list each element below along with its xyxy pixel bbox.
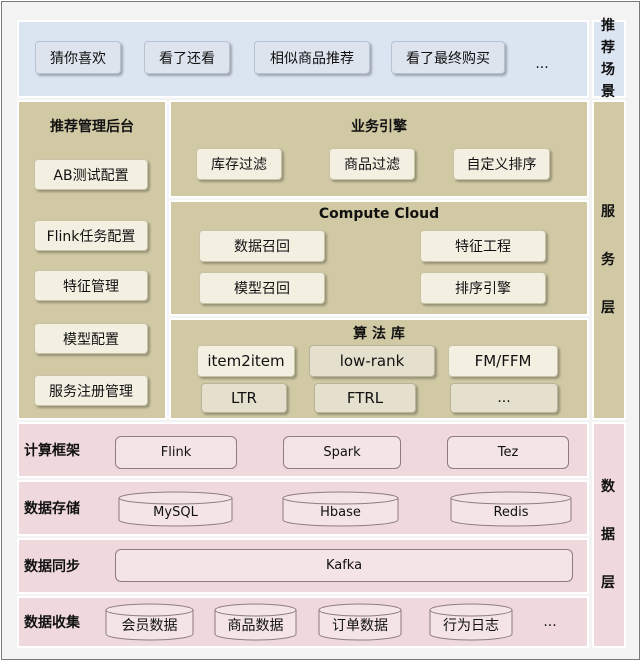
compute-item-rank-engine: 排序引擎 (420, 272, 546, 304)
service-side-label: 服务层 (601, 204, 615, 316)
collect-member-data: 会员数据 (121, 618, 178, 634)
algo-item-more: ... (450, 383, 558, 413)
data-side-panel (592, 422, 626, 648)
engine-title: 业务引擎 (351, 119, 407, 135)
framework-tez: Tez (447, 436, 569, 469)
collect-product-cylinder (214, 603, 297, 641)
storage-mysql-cylinder (118, 491, 233, 527)
scene-item-viewed-finally-bought: 看了最终购买 (391, 41, 505, 74)
admin-item-ab-test: AB测试配置 (34, 159, 148, 190)
framework-flink: Flink (115, 436, 237, 469)
admin-item-flink-task: Flink任务配置 (34, 220, 148, 251)
compute-item-data-recall: 数据召回 (199, 230, 325, 262)
scene-more: ... (535, 56, 549, 72)
compute-title: Compute Cloud (318, 206, 440, 222)
storage-label: 数据存储 (24, 501, 80, 517)
collect-product-data: 商品数据 (227, 618, 284, 634)
sync-kafka: Kafka (115, 549, 573, 582)
algo-item-ftrl: FTRL (314, 383, 416, 413)
scene-item-similar-products: 相似商品推荐 (254, 41, 370, 74)
scene-side-label: 推荐场景 (601, 18, 615, 100)
service-side-panel (592, 100, 626, 420)
data-side-label: 数据层 (601, 479, 615, 591)
storage-redis: Redis (493, 504, 529, 520)
scene-side-panel (592, 20, 626, 98)
compute-item-model-recall: 模型召回 (199, 272, 325, 304)
algo-item-ltr: LTR (201, 383, 287, 413)
scene-item-guess-you-like: 猜你喜欢 (35, 41, 121, 74)
algo-title: 算 法 库 (353, 326, 405, 342)
collect-more: ... (543, 614, 557, 630)
compute-framework-label: 计算框架 (24, 443, 80, 459)
sync-label: 数据同步 (24, 559, 80, 575)
admin-item-feature-mgmt: 特征管理 (34, 270, 148, 301)
admin-item-service-registry: 服务注册管理 (34, 375, 148, 406)
collect-member-cylinder (105, 603, 194, 641)
algo-item-fm-ffm: FM/FFM (448, 345, 558, 377)
admin-panel (17, 100, 167, 420)
collect-behavior-log: 行为日志 (443, 618, 499, 634)
engine-item-stock-filter: 库存过滤 (196, 148, 282, 180)
scene-item-viewed-also-viewed: 看了还看 (144, 41, 230, 74)
engine-item-product-filter: 商品过滤 (329, 148, 415, 180)
framework-spark: Spark (283, 436, 401, 469)
admin-title: 推荐管理后台 (50, 119, 134, 135)
storage-mysql: MySQL (153, 504, 198, 520)
algo-item-low-rank: low-rank (309, 345, 435, 377)
storage-hbase: Hbase (320, 504, 361, 520)
collect-order-data: 订单数据 (332, 618, 388, 634)
storage-redis-cylinder (450, 491, 572, 527)
engine-item-custom-sort: 自定义排序 (453, 148, 550, 180)
collect-behavior-cylinder (429, 603, 513, 641)
collect-label: 数据收集 (24, 615, 80, 631)
compute-item-feature-eng: 特征工程 (420, 230, 546, 262)
collect-order-cylinder (318, 603, 402, 641)
admin-item-model-config: 模型配置 (34, 323, 148, 354)
algo-item-item2item: item2item (197, 345, 295, 377)
storage-hbase-cylinder (282, 491, 399, 527)
